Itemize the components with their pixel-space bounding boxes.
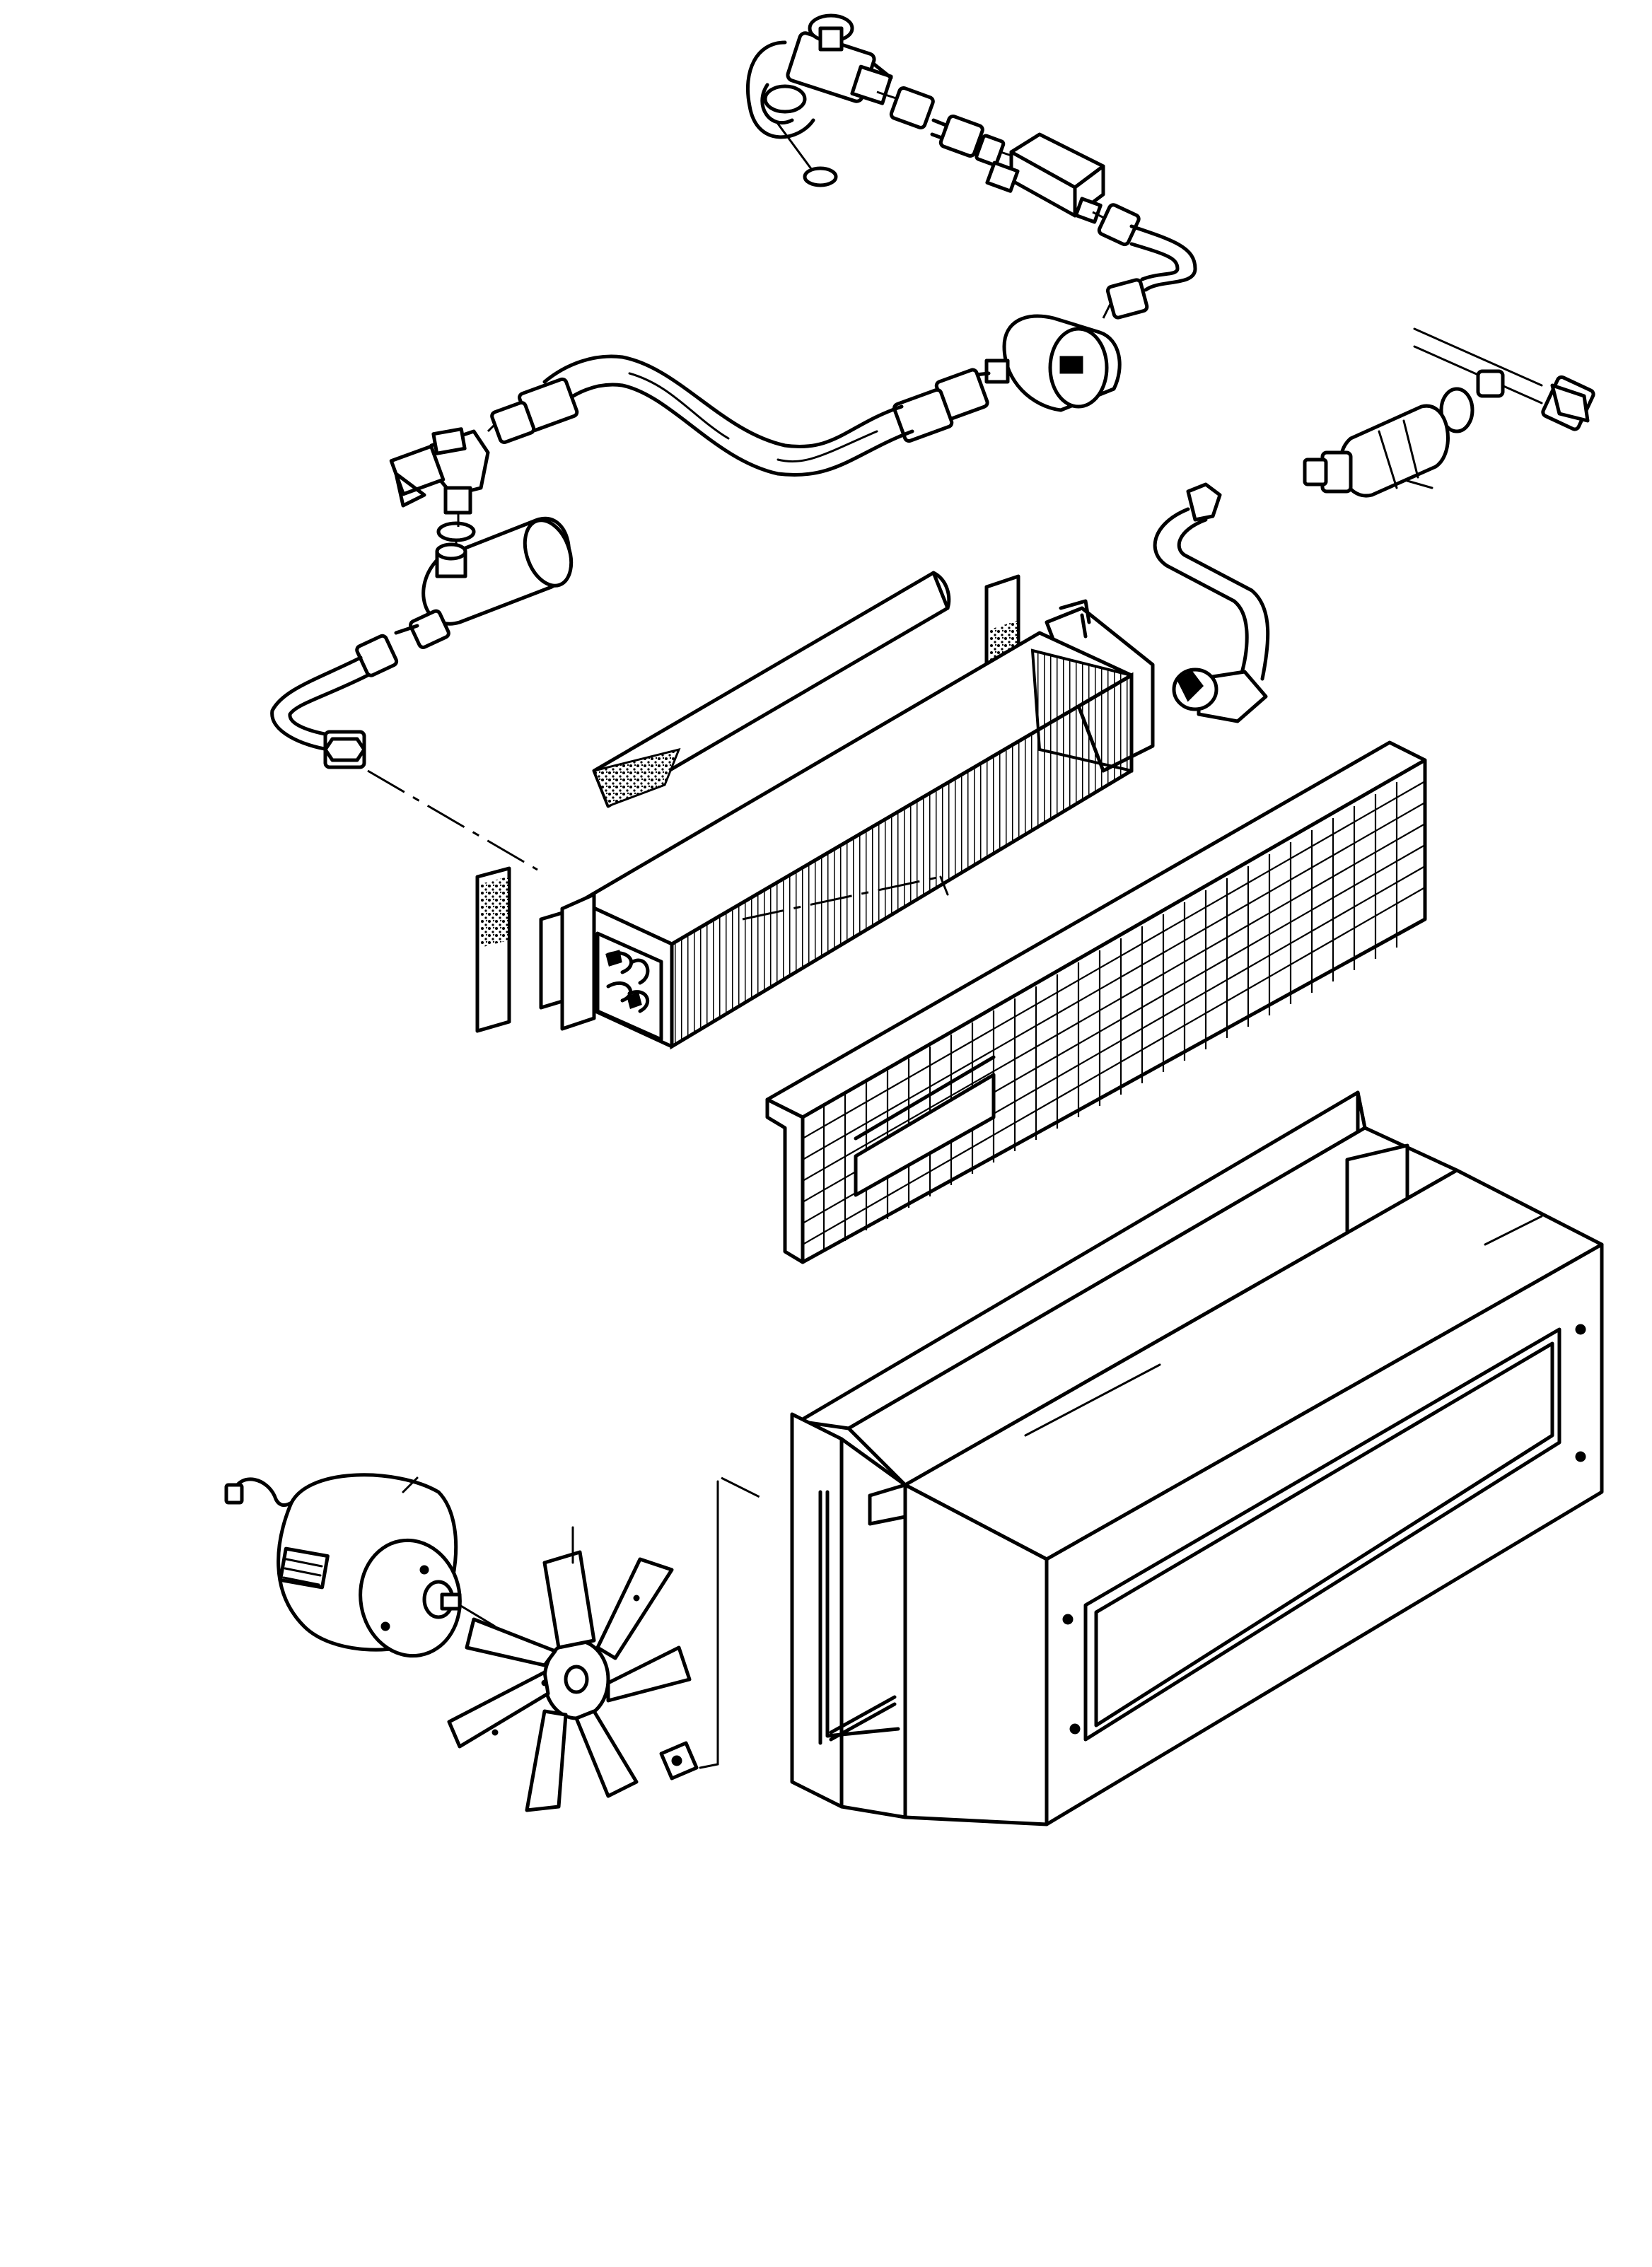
- assembly-line: [742, 875, 941, 921]
- hose-icon: [490, 354, 989, 477]
- fitting-nut-icon: [876, 86, 1006, 167]
- grille-icon: [765, 740, 1427, 1264]
- evaporator-coil-icon: [539, 599, 1155, 1050]
- pressure-switch-icon: [1303, 327, 1595, 498]
- assembly-line: [459, 1604, 496, 1628]
- filter-drier-icon: [974, 303, 1122, 412]
- insulation-icon: [592, 571, 951, 808]
- motor-icon: [224, 1473, 462, 1658]
- bracket-icon: [659, 1741, 699, 1781]
- tube-icon: [1153, 482, 1270, 723]
- assembly-line: [721, 1476, 764, 1500]
- fan-icon: [447, 1526, 692, 1812]
- tee-fitting-icon: [389, 423, 496, 515]
- seal-icon: [475, 866, 511, 1033]
- tube-icon: [270, 634, 399, 769]
- assembly-line: [699, 1763, 719, 1769]
- tube-icon: [1092, 203, 1197, 320]
- assembly-line: [367, 769, 538, 871]
- receiver-drier-icon: [394, 516, 574, 649]
- expansion-valve-icon: [745, 13, 893, 187]
- valve-block-icon: [985, 132, 1105, 224]
- housing-icon: [790, 1090, 1604, 1826]
